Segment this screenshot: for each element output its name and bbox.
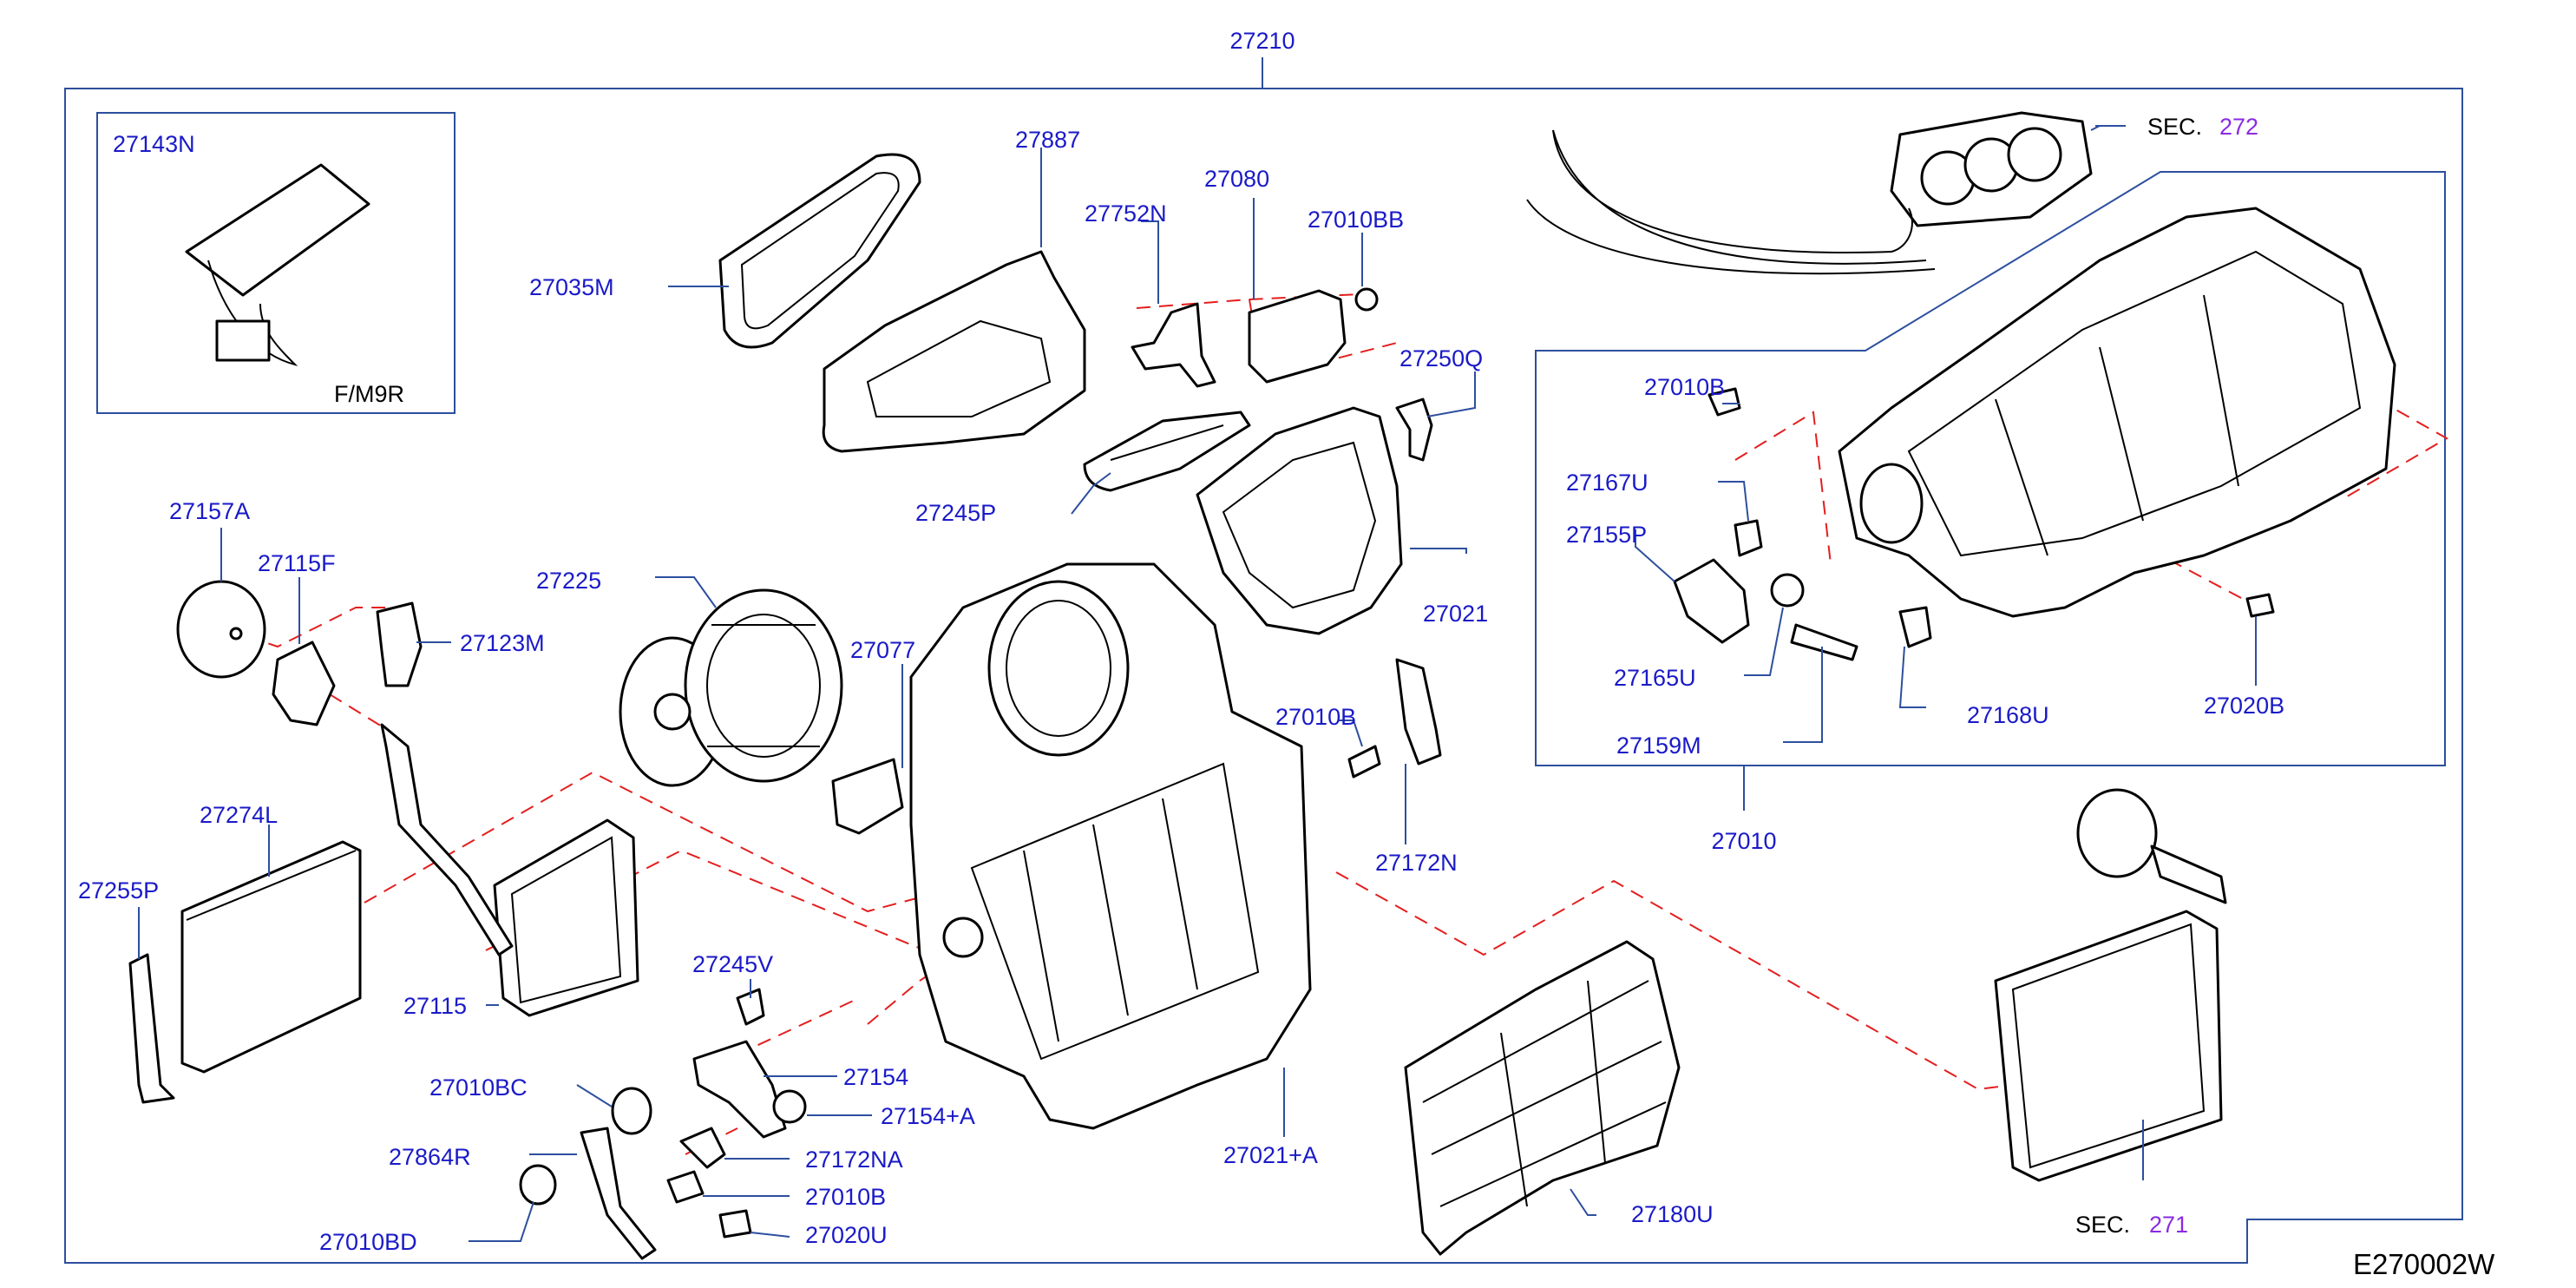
label-27864R: 27864R bbox=[389, 1144, 471, 1170]
label-27020U: 27020U bbox=[805, 1222, 888, 1248]
label-27021: 27021 bbox=[1423, 601, 1488, 627]
label-27154: 27154 bbox=[843, 1064, 908, 1090]
label-27010B-center: 27010B bbox=[1275, 704, 1356, 730]
label-27210: 27210 bbox=[1229, 28, 1295, 54]
label-27172N: 27172N bbox=[1375, 850, 1458, 876]
clip-27115F bbox=[272, 641, 336, 726]
sec-271-prefix: SEC. bbox=[2075, 1212, 2130, 1238]
label-27165U: 27165U bbox=[1614, 665, 1696, 691]
resistor-27143N bbox=[185, 163, 370, 366]
evaporator-sec271 bbox=[1994, 788, 2227, 1182]
label-27245P: 27245P bbox=[915, 500, 996, 526]
label-27035M: 27035M bbox=[529, 274, 614, 300]
label-27010BB: 27010BB bbox=[1308, 207, 1404, 233]
gasket-27035M bbox=[718, 153, 921, 349]
label-27157A: 27157A bbox=[169, 498, 250, 524]
blower-motor-27225 bbox=[619, 588, 843, 787]
heater-box-27021A bbox=[909, 562, 1312, 1130]
control-panel-sec272 bbox=[1526, 111, 2093, 275]
label-fm9r: F/M9R bbox=[334, 381, 404, 407]
lever-27250Q bbox=[1395, 398, 1433, 462]
label-27010BD: 27010BD bbox=[319, 1229, 417, 1255]
label-27143N: 27143N bbox=[113, 131, 195, 157]
label-27010: 27010 bbox=[1711, 828, 1776, 854]
upper-case-27021 bbox=[1196, 406, 1403, 635]
label-27225: 27225 bbox=[536, 568, 601, 594]
cap-27157A bbox=[176, 580, 266, 679]
case-27010 bbox=[1838, 207, 2396, 618]
sec-271-number: 271 bbox=[2149, 1212, 2188, 1238]
label-27021A: 27021+A bbox=[1223, 1142, 1318, 1168]
heater-core-27115 bbox=[380, 723, 639, 1017]
label-27245V: 27245V bbox=[692, 951, 773, 977]
sub-assembly-small-parts bbox=[1673, 387, 2275, 661]
grille-27245P bbox=[1083, 411, 1251, 492]
sec-272-prefix: SEC. bbox=[2147, 114, 2202, 140]
label-27159M: 27159M bbox=[1616, 733, 1701, 759]
frame-lines bbox=[64, 57, 2463, 1264]
part-drawings bbox=[128, 111, 2396, 1260]
label-27274L: 27274L bbox=[200, 802, 278, 828]
label-27010B-lower: 27010B bbox=[805, 1184, 886, 1210]
label-27172NA: 27172NA bbox=[805, 1147, 903, 1173]
label-27168U: 27168U bbox=[1967, 702, 2049, 728]
label-27010B-sub: 27010B bbox=[1644, 374, 1725, 400]
label-27115F: 27115F bbox=[258, 550, 336, 576]
screw-bracket-27172N bbox=[1347, 658, 1442, 779]
label-27123M: 27123M bbox=[460, 630, 545, 656]
leader-lines bbox=[138, 125, 2257, 1242]
label-27080: 27080 bbox=[1204, 166, 1269, 192]
connector-27123M bbox=[376, 601, 423, 687]
part-27077 bbox=[831, 758, 904, 835]
bracket-27752N bbox=[1131, 302, 1216, 388]
sec-272-number: 272 bbox=[2219, 114, 2258, 140]
label-27180U: 27180U bbox=[1631, 1201, 1714, 1227]
label-27167U: 27167U bbox=[1566, 470, 1649, 496]
label-27887: 27887 bbox=[1015, 127, 1080, 153]
actuator-27080 bbox=[1248, 287, 1379, 384]
label-27010BC: 27010BC bbox=[429, 1074, 528, 1101]
filter-27274L bbox=[180, 840, 362, 1074]
intake-housing-27887 bbox=[822, 250, 1086, 453]
label-27250Q: 27250Q bbox=[1399, 345, 1483, 371]
label-27077: 27077 bbox=[850, 637, 915, 663]
label-27255P: 27255P bbox=[78, 877, 159, 904]
label-27020B: 27020B bbox=[2204, 693, 2284, 719]
callout-labels: 27210 27143N F/M9R 27887 27035M 27752N 2… bbox=[78, 28, 2495, 1280]
label-27752N: 27752N bbox=[1085, 200, 1167, 227]
strip-27255P bbox=[128, 953, 175, 1104]
linkage-parts bbox=[519, 988, 807, 1260]
label-27154A: 27154+A bbox=[881, 1103, 975, 1129]
grid-27180U bbox=[1404, 940, 1681, 1256]
label-27115: 27115 bbox=[403, 993, 467, 1019]
drawing-code: E270002W bbox=[2353, 1248, 2495, 1280]
label-27155P: 27155P bbox=[1566, 522, 1647, 548]
